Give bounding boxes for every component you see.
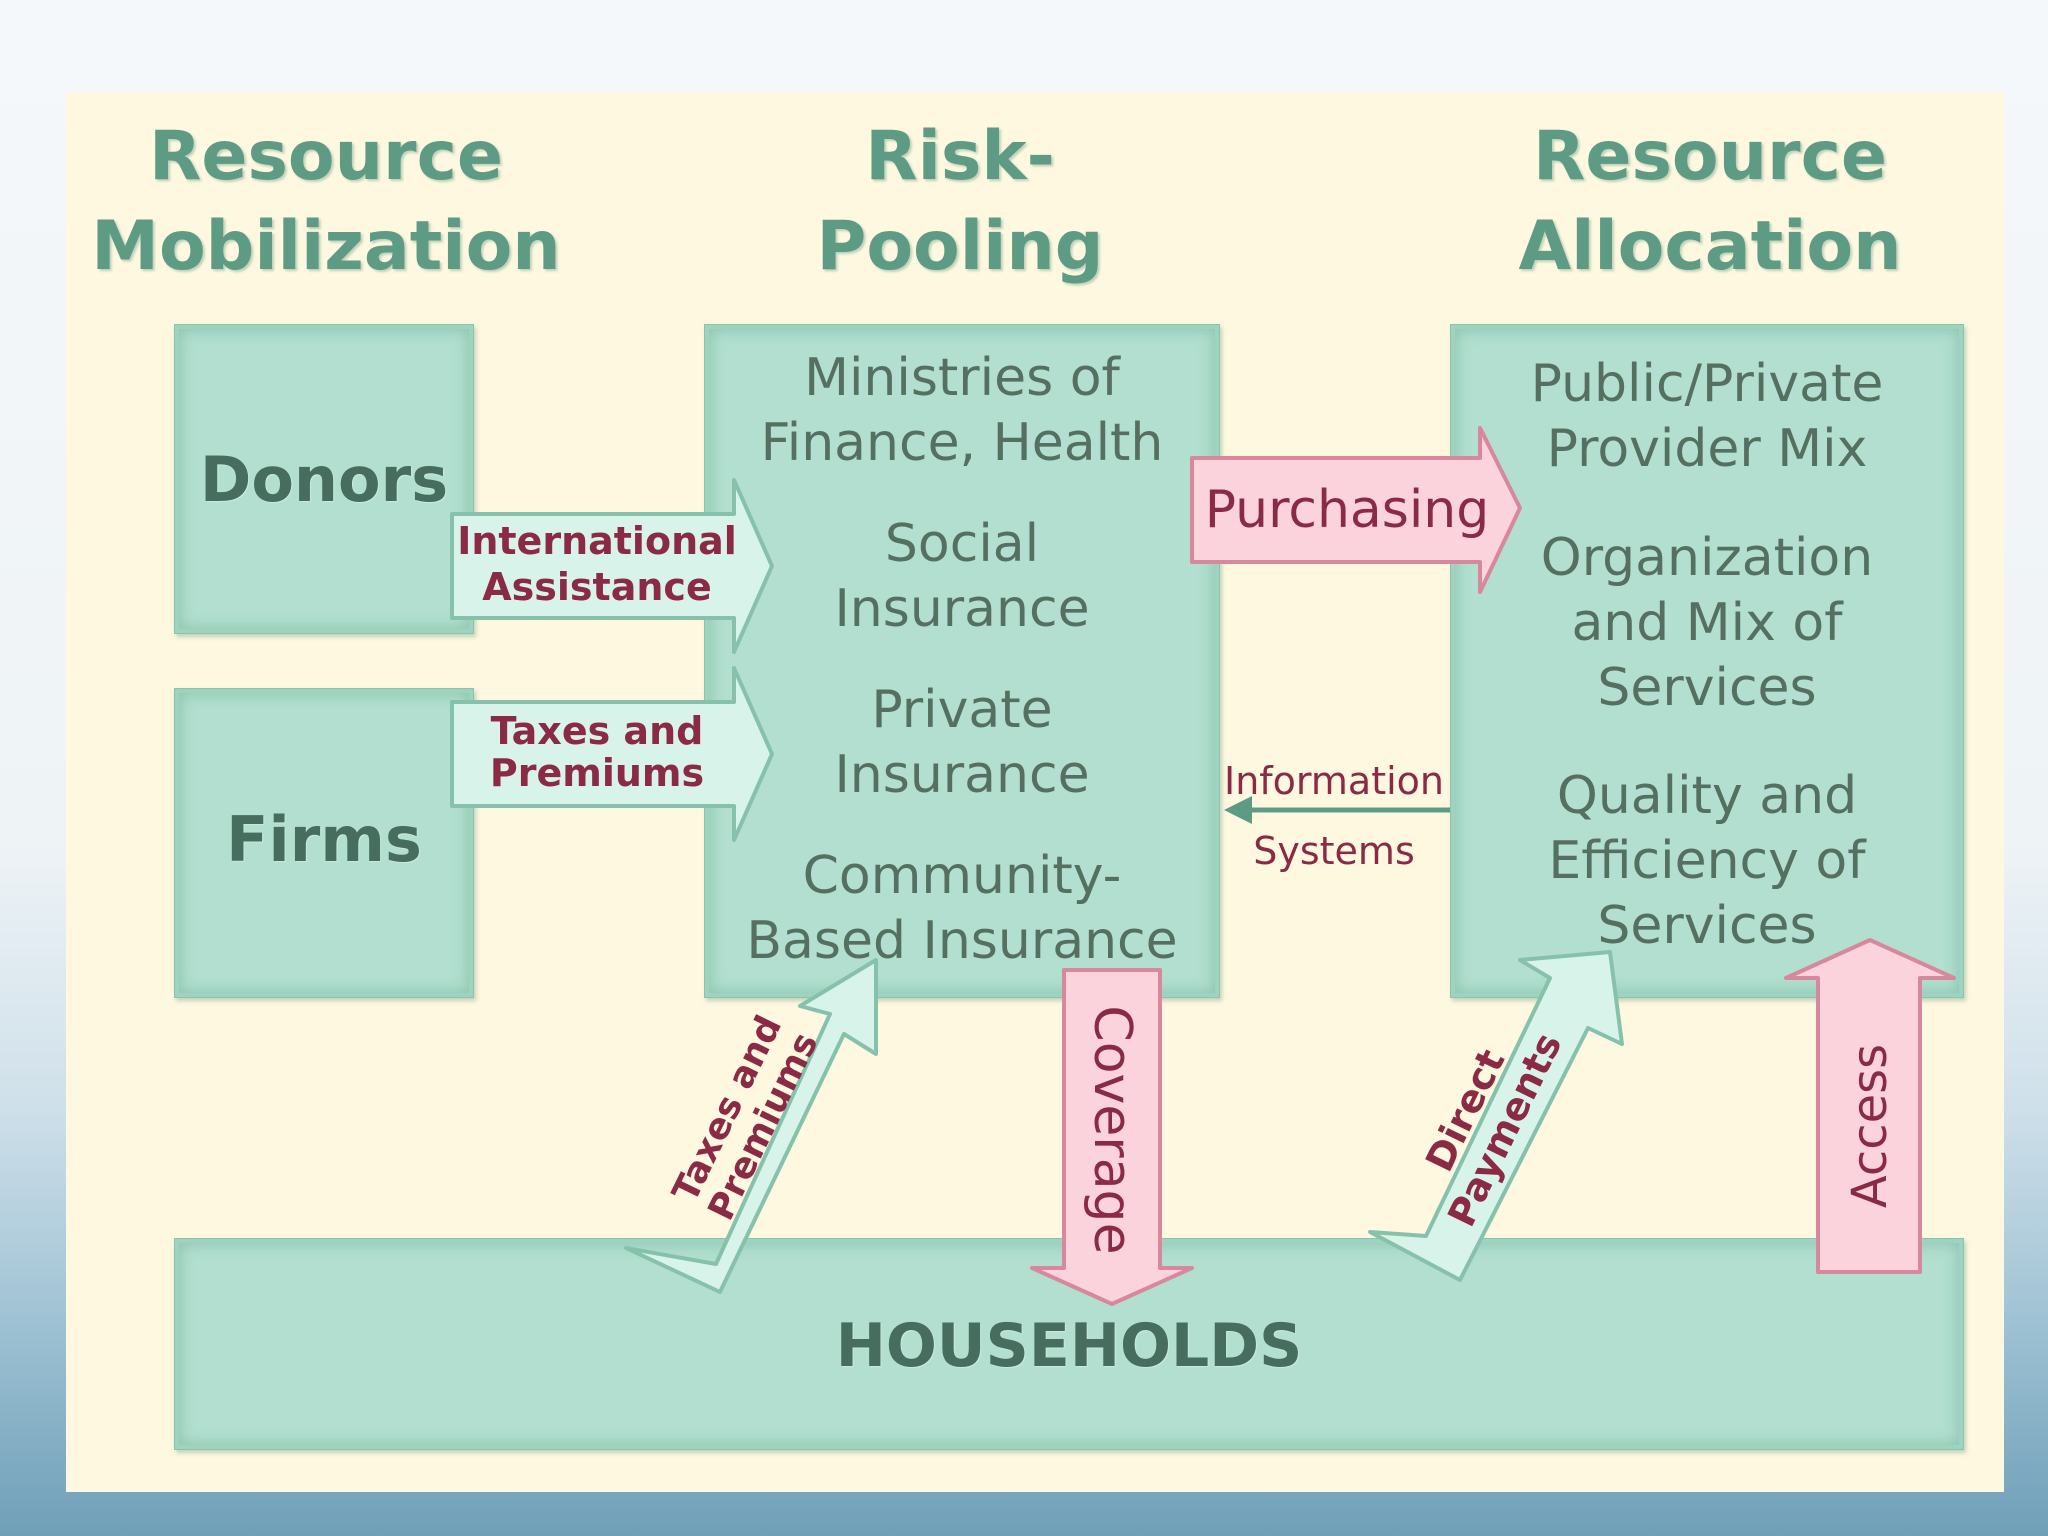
information-systems-arrow-head (1224, 796, 1252, 824)
information-systems-label: Information Systems (1224, 759, 1444, 873)
allocation-item-provider-mix: Public/Private Provider Mix (1530, 354, 1884, 479)
households-label: HOUSEHOLDS (835, 1311, 1303, 1381)
allocation-item-quality: Quality and Efficiency of Services (1548, 766, 1866, 956)
access-label: Access (1842, 1043, 1898, 1209)
risk-pooling-box (704, 324, 1220, 998)
access-arrow (1784, 938, 1956, 1274)
taxes-premiums-households-arrow (624, 958, 878, 1294)
firms-label: Firms (226, 803, 422, 876)
pooling-item-social-insurance: Social Insurance (834, 514, 1090, 639)
donors-box (174, 324, 474, 634)
pooling-item-ministries: Ministries of Finance, Health (760, 348, 1164, 473)
purchasing-label: Purchasing (1204, 480, 1490, 540)
international-assistance-label: International Assistance (457, 519, 737, 609)
pooling-item-community-insurance: Community- Based Insurance (746, 846, 1178, 971)
heading-resource-mobilization: Resource Mobilization (91, 117, 561, 286)
allocation-item-organization: Organization and Mix of Services (1540, 528, 1874, 718)
direct-payments-arrow (1368, 950, 1624, 1282)
international-assistance-arrow (450, 478, 774, 654)
coverage-label: Coverage (1082, 1005, 1142, 1255)
coverage-arrow (1030, 968, 1194, 1306)
resource-allocation-box (1450, 324, 1964, 998)
taxes-premiums-firms-arrow (450, 666, 774, 842)
donors-label: Donors (199, 443, 449, 516)
purchasing-arrow (1190, 426, 1522, 594)
pooling-item-private-insurance: Private Insurance (834, 680, 1090, 805)
heading-resource-allocation: Resource Allocation (1518, 117, 1902, 286)
firms-box (174, 688, 474, 998)
taxes-premiums-firms-label: Taxes and Premiums (489, 709, 705, 795)
heading-risk-pooling: Risk- Pooling (816, 117, 1104, 286)
